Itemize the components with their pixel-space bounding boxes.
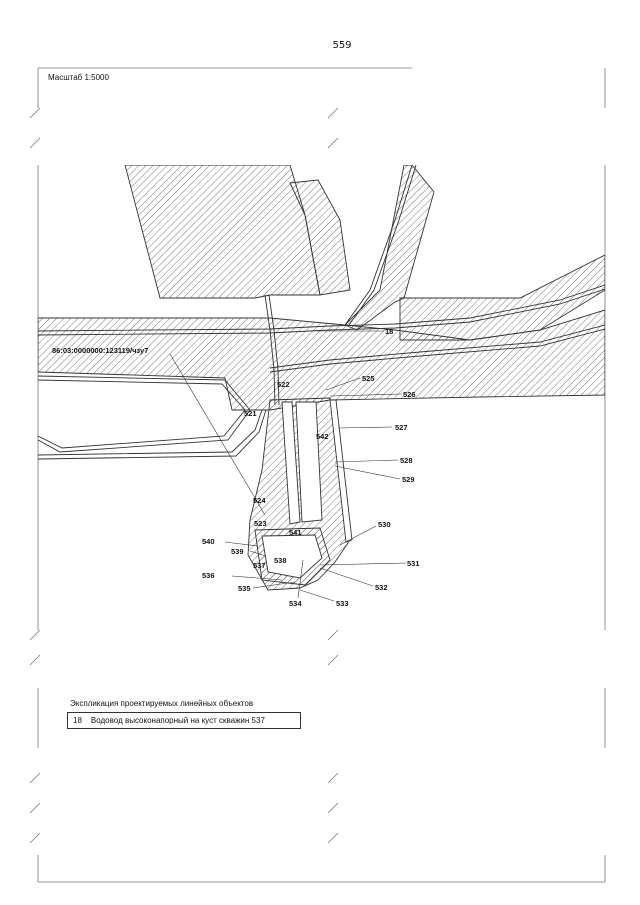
parcel-label-540: 540: [202, 537, 215, 546]
parcel-label-536: 536: [202, 571, 215, 580]
parcel-label-532: 532: [375, 583, 388, 592]
parcel-label-522: 522: [277, 380, 290, 389]
legend-item-text: Водовод высоконапорный на куст скважин 5…: [90, 716, 265, 725]
parcel-label-524: 524: [253, 496, 266, 505]
parcel-label-530: 530: [378, 520, 391, 529]
parcel-label-533: 533: [336, 599, 349, 608]
parcel-label-531: 531: [407, 559, 420, 568]
parcel-label-537: 537: [253, 561, 266, 570]
parcel-label-539: 539: [231, 547, 244, 556]
leader-lines: [169, 330, 407, 602]
parcel-label-523: 523: [254, 519, 267, 528]
parcel-label-529: 529: [402, 475, 415, 484]
parcel-label-525: 525: [362, 374, 375, 383]
main-corridor: [38, 309, 605, 411]
pipeline-lines: [38, 165, 605, 460]
parcel-label-527: 527: [395, 423, 408, 432]
legend-title: Экспликация проектируемых линейных объек…: [70, 699, 254, 708]
page-number: 559: [332, 40, 352, 51]
parcel-label-526: 526: [403, 390, 416, 399]
parcel-label-542: 542: [316, 432, 329, 441]
parcel-label-528: 528: [400, 456, 413, 465]
spur-inner-strip: [295, 401, 323, 523]
parcel-labels: 18 521 522 523 524 525 526 527 528 529 5…: [202, 327, 420, 608]
spur-inner-strip-2: [281, 401, 301, 525]
spur-right-strip: [329, 399, 353, 543]
map-drawing: [38, 165, 605, 591]
cadastral-number-label: 86:03:0000000:123119/чзу7: [52, 346, 148, 355]
parcel-label-18: 18: [385, 327, 393, 336]
map-scale: Масштаб 1:5000: [48, 73, 109, 82]
parcel-label-534: 534: [289, 599, 302, 608]
spur-bottom-inner: [261, 534, 323, 579]
parcel-label-538: 538: [274, 556, 287, 565]
parcel-label-521: 521: [244, 409, 257, 418]
legend-item-number: 18: [73, 716, 82, 725]
parcel-label-541: 541: [289, 528, 302, 537]
legend-item: 18 Водовод высоконапорный на куст скважи…: [67, 712, 301, 729]
parcel-area-north-west: [124, 165, 321, 299]
parcel-label-535: 535: [238, 584, 251, 593]
parcel-area-north-center: [289, 179, 351, 296]
sheet-frame: [29, 67, 606, 883]
